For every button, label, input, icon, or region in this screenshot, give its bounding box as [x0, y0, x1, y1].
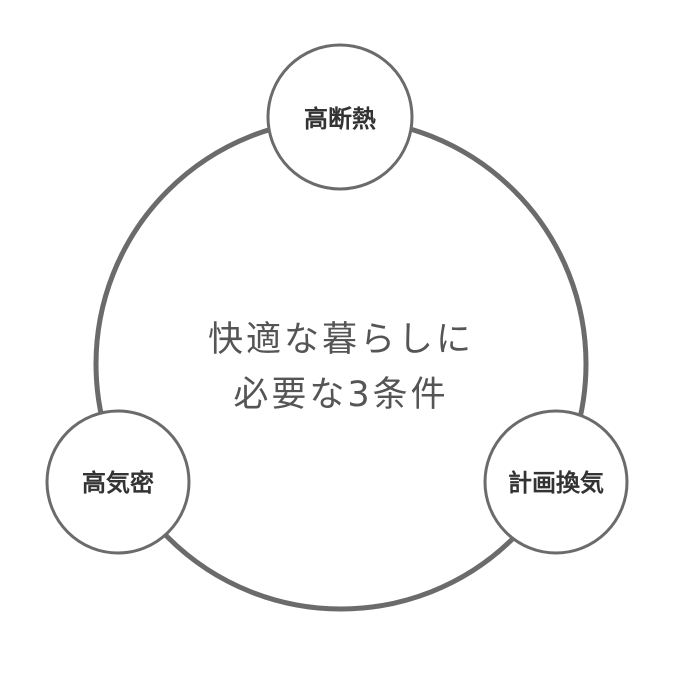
node-circle-high-insulation: [266, 43, 414, 191]
node-label-ventilation: 計画換気: [508, 469, 604, 497]
center-title-line1: 快適な暮らしに: [207, 320, 474, 360]
node-circle-ventilation: [483, 409, 629, 555]
center-title-line2: 必要な3条件: [233, 375, 449, 415]
node-label-high-insulation: 高断熱: [304, 105, 376, 133]
node-circle-airtight: [45, 409, 191, 555]
node-label-airtight: 高気密: [82, 469, 154, 497]
